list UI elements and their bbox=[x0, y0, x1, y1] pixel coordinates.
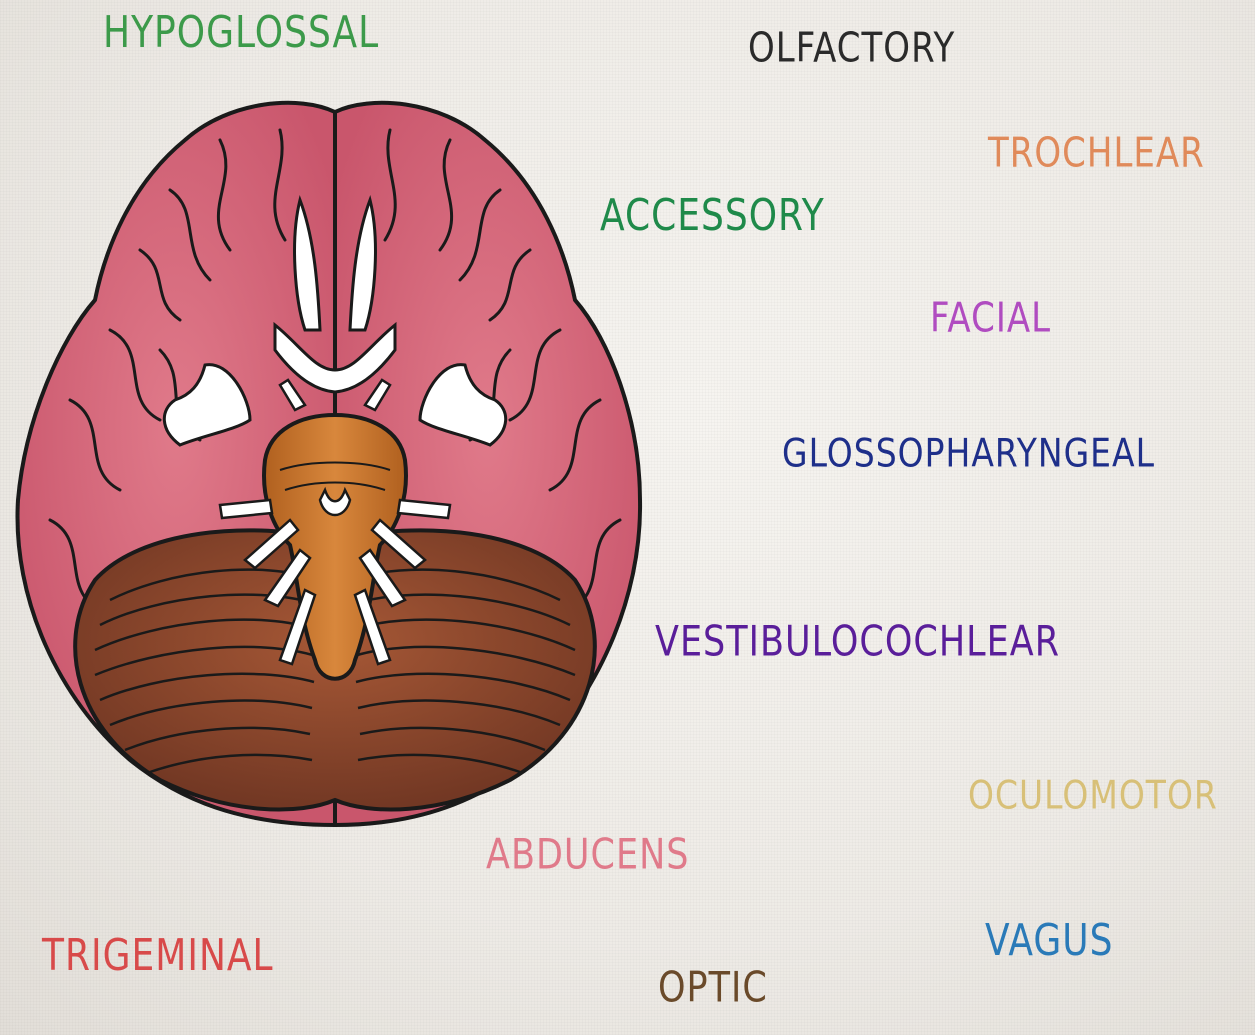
label-trochlear: TROCHLEAR bbox=[988, 133, 1205, 174]
label-facial: FACIAL bbox=[930, 298, 1051, 339]
label-trigeminal: TRIGEMINAL bbox=[42, 935, 274, 978]
label-vagus: VAGUS bbox=[985, 920, 1113, 963]
label-olfactory: OLFACTORY bbox=[748, 28, 955, 69]
label-optic: OPTIC bbox=[658, 968, 768, 1010]
label-vestibulocochlear: VESTIBULOCOCHLEAR bbox=[655, 622, 1060, 664]
label-oculomotor: OCULOMOTOR bbox=[968, 775, 1218, 815]
label-hypoglossal: HYPOGLOSSAL bbox=[103, 12, 379, 55]
label-abducens: ABDUCENS bbox=[486, 835, 689, 877]
label-glossopharyngeal: GLOSSOPHARYNGEAL bbox=[782, 433, 1155, 473]
label-accessory: ACCESSORY bbox=[600, 195, 825, 238]
